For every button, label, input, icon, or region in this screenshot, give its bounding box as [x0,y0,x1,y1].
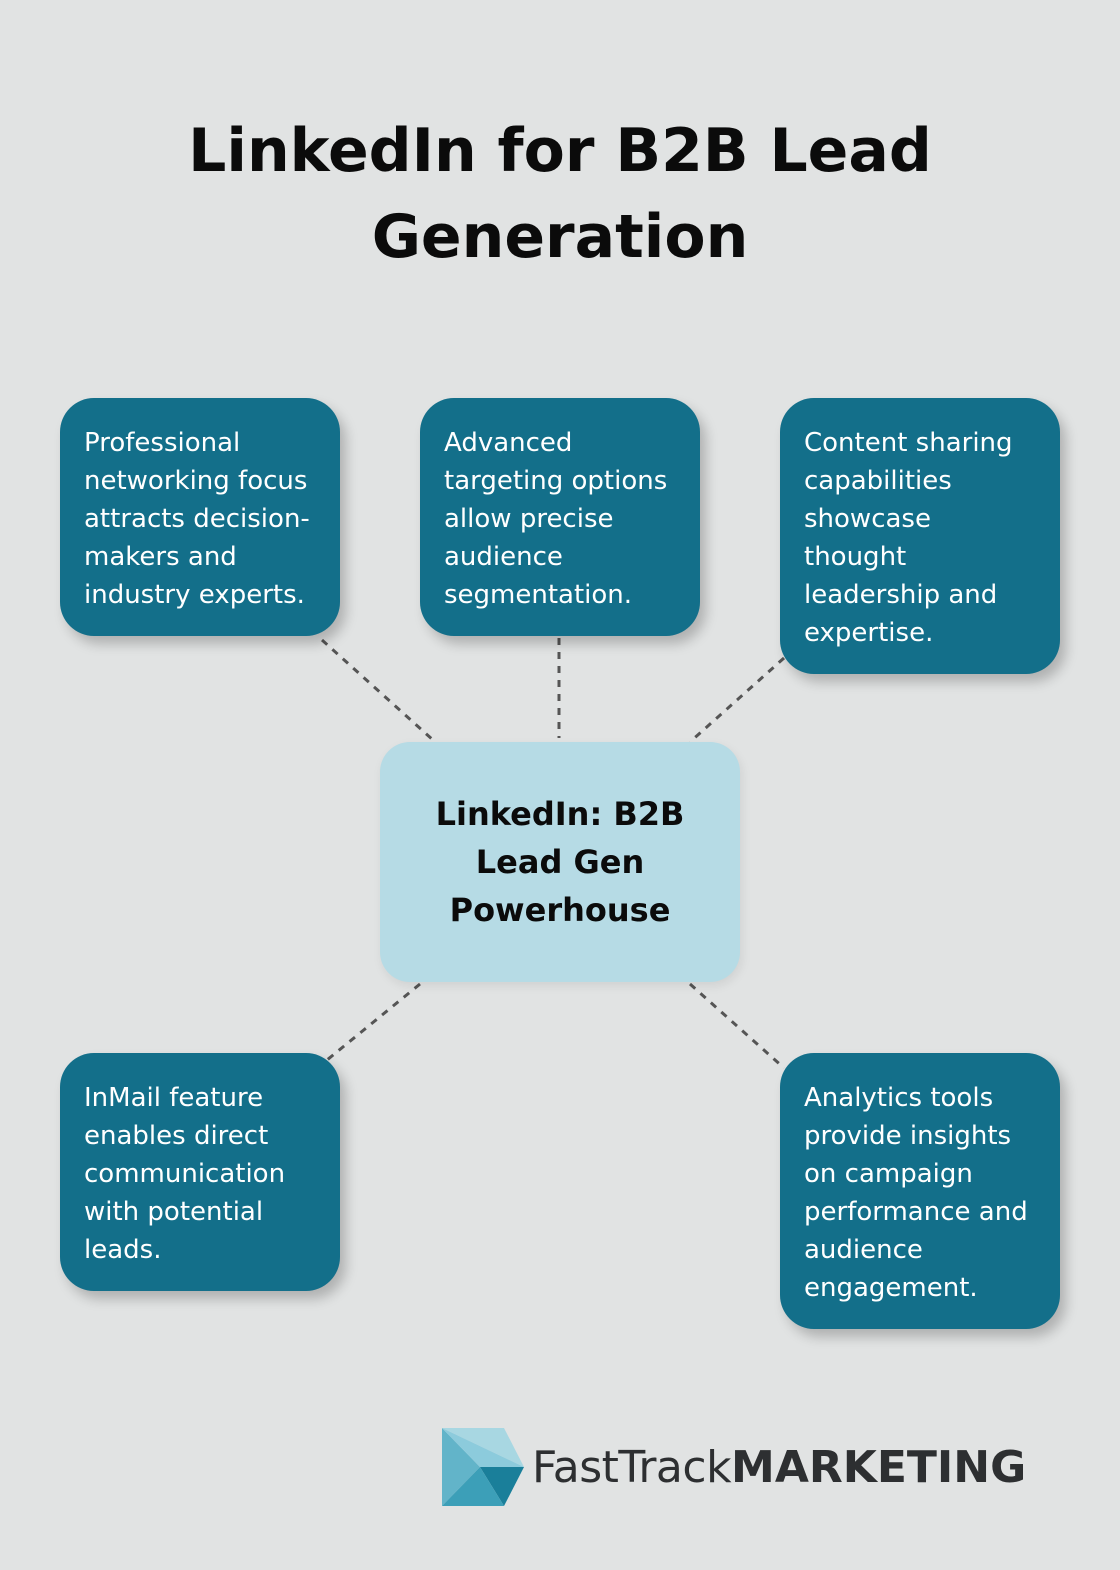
logo-text-bold: MARKETING [731,1442,1027,1493]
connector-5 [689,982,785,1070]
node-analytics: Analytics tools provide insights on camp… [780,1053,1060,1329]
node-inmail: InMail feature enables direct communicat… [60,1053,340,1291]
logo: FastTrackMARKETING [440,1426,1080,1510]
node-networking: Professional networking focus attracts d… [60,398,340,636]
center-node: LinkedIn: B2B Lead Gen Powerhouse [380,742,740,982]
node-content-sharing: Content sharing capabilities showcase th… [780,398,1060,674]
connector-3 [689,656,785,744]
logo-mark-icon [442,1428,524,1506]
node-targeting: Advanced targeting options allow precise… [420,398,700,636]
center-label: LinkedIn: B2B Lead Gen Powerhouse [435,795,685,929]
connector-1 [320,638,435,742]
page-title: LinkedIn for B2B Lead Generation [188,116,932,272]
logo-text-light: FastTrack [532,1442,732,1493]
logo-wordmark: FastTrackMARKETING [532,1440,1026,1496]
connector-4 [326,982,421,1062]
